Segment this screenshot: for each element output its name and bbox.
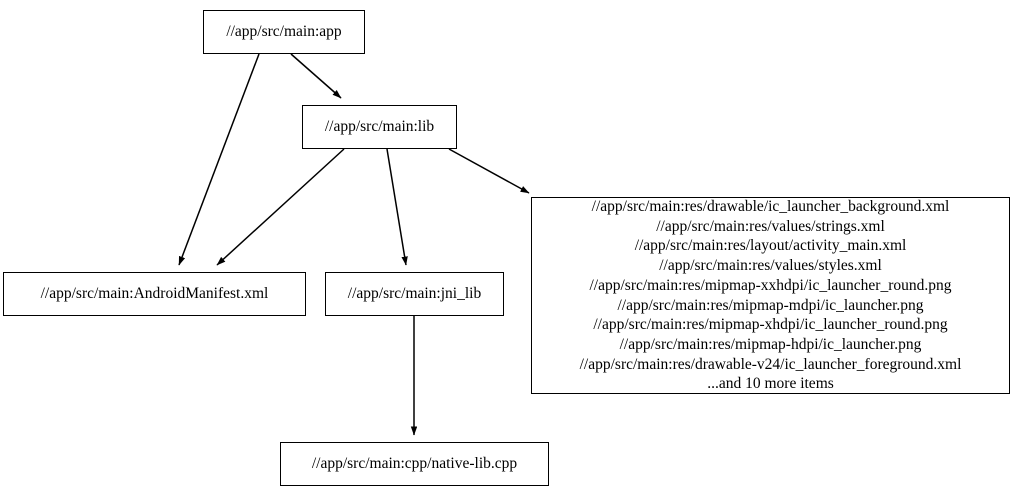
node-jni-lib-label: //app/src/main:jni_lib [347, 285, 482, 303]
node-native-lib-cpp-label: //app/src/main:cpp/native-lib.cpp [311, 455, 518, 473]
edge-app-to-lib [290, 53, 342, 99]
node-lib-label: //app/src/main:lib [324, 118, 435, 136]
node-jni-lib[interactable]: //app/src/main:jni_lib [325, 272, 504, 316]
edge-lib-to-jni-lib [386, 148, 408, 266]
node-resources-group-label: //app/src/main:res/drawable/ic_launcher_… [579, 197, 962, 393]
edge-lib-to-manifest [216, 148, 345, 266]
node-app-label: //app/src/main:app [226, 23, 342, 41]
node-resources-group[interactable]: //app/src/main:res/drawable/ic_launcher_… [531, 197, 1010, 394]
node-android-manifest[interactable]: //app/src/main:AndroidManifest.xml [3, 272, 306, 316]
node-native-lib-cpp[interactable]: //app/src/main:cpp/native-lib.cpp [280, 442, 549, 486]
node-android-manifest-label: //app/src/main:AndroidManifest.xml [40, 285, 269, 303]
edge-app-to-manifest [178, 53, 260, 266]
node-app[interactable]: //app/src/main:app [203, 10, 365, 54]
node-lib[interactable]: //app/src/main:lib [302, 105, 457, 149]
edge-lib-to-resources [448, 148, 530, 194]
